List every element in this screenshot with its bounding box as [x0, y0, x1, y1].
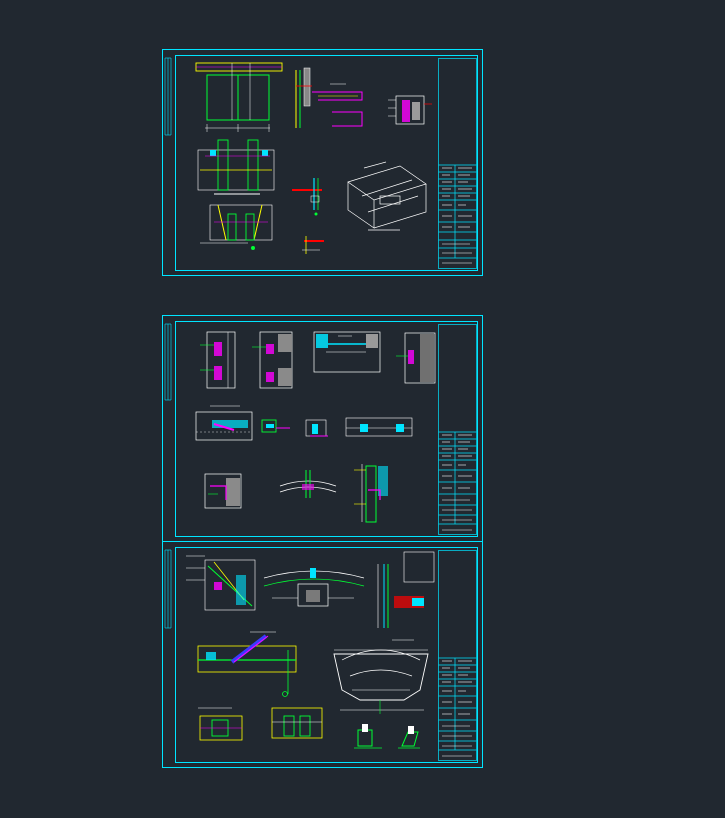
drawing-sheet-2[interactable]	[162, 315, 483, 542]
sheet-outer-border	[162, 49, 483, 276]
title-block	[438, 324, 477, 535]
detail-column	[377, 551, 435, 641]
title-block-text	[442, 167, 472, 264]
detail-joint-b	[252, 331, 293, 389]
detail-joint-a	[200, 331, 236, 389]
detail-hook	[261, 419, 290, 433]
drawing-sheet-1[interactable]	[162, 49, 483, 276]
title-block	[438, 58, 477, 269]
detail-anchor-b	[271, 707, 323, 739]
detail-gutter-section	[333, 649, 429, 714]
detail-truss	[263, 568, 365, 607]
detail-anchor-a	[198, 707, 243, 741]
detail-apex	[279, 470, 337, 498]
detail-sill	[195, 405, 253, 441]
detail-bracket-a	[354, 724, 382, 749]
detail-anchor	[292, 178, 324, 254]
sheet-inner-border	[175, 547, 478, 763]
detail-joint-d	[396, 332, 436, 384]
binding-strip	[164, 549, 172, 629]
detail-transom	[345, 417, 413, 437]
sheet-inner-border	[175, 55, 478, 271]
detail-mullion	[354, 464, 388, 523]
detail-clip	[305, 419, 328, 437]
detail-section-right	[388, 95, 432, 125]
sheet-outer-border	[162, 541, 483, 768]
detail-elevation	[195, 62, 283, 132]
detail-vertical-section	[295, 67, 363, 128]
detail-corner	[204, 473, 242, 509]
detail-frame-mid	[197, 139, 275, 195]
detail-joint-c	[313, 331, 381, 373]
title-block-text	[442, 660, 472, 757]
title-block-text	[442, 434, 472, 531]
sheet-outer-border	[162, 315, 483, 542]
detail-frame-bottom	[200, 204, 273, 250]
title-block	[438, 550, 477, 761]
drawing-sheet-3[interactable]	[162, 541, 483, 768]
sheet-inner-border	[175, 321, 478, 537]
binding-strip	[164, 57, 172, 136]
detail-node-a	[186, 555, 256, 611]
detail-cross-section	[197, 631, 297, 697]
binding-strip	[164, 323, 172, 401]
detail-bracket-b	[398, 726, 420, 749]
detail-isometric	[347, 161, 427, 231]
